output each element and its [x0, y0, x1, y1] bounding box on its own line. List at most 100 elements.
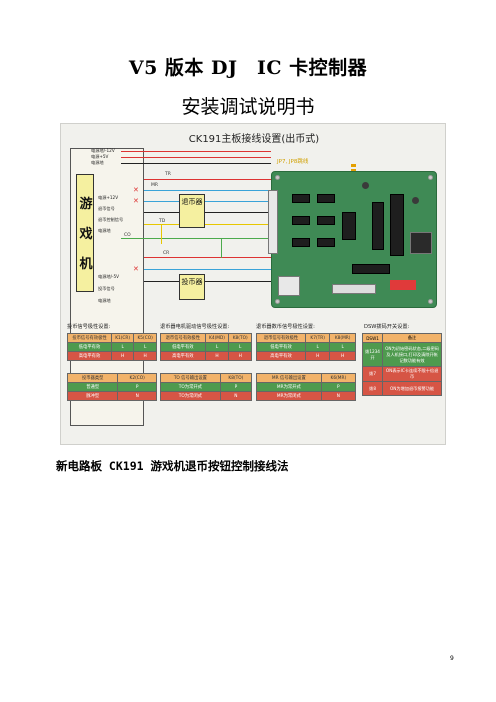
wire [144, 281, 271, 282]
wire [144, 257, 271, 258]
mount-hole [428, 299, 433, 304]
table-cell: 高电平有效 [255, 351, 307, 361]
signal-label: 电源地 [98, 228, 111, 233]
table-cell: ON为初始密码状态,二级密码及人机接口,打印及清除开帐记数功能有效 [382, 342, 442, 367]
connector [332, 284, 376, 294]
page-number: 9 [450, 655, 454, 662]
cross-icon: ✕ [133, 265, 139, 273]
wire-label: CR [163, 251, 170, 256]
table-cell: N [219, 391, 253, 401]
diagram-title: CK191主板接线设置(出币式) [188, 134, 320, 145]
cross-icon: ✕ [133, 186, 139, 194]
wire [144, 179, 271, 180]
capacitor [362, 182, 369, 189]
section-heading: 新电路板 CK191 游戏机退币按钮控制接线法 [56, 459, 289, 473]
game-machine-label: 游 戏 机 [76, 174, 94, 292]
table-cell: 投币器类型 [66, 373, 119, 383]
mount-hole [428, 175, 433, 180]
wire [221, 238, 222, 258]
chip [372, 202, 384, 250]
table-cell: L [305, 342, 331, 352]
mount-hole [275, 299, 280, 304]
dsw-switch [390, 280, 416, 290]
table-cell: TO为常开式 [160, 382, 221, 392]
signal-label: 退币信号 [98, 206, 115, 211]
settings-tables: 投币信号极性设置: 退币器电机驱动信号极性设置: 退币器数币信号极性设置: DS… [64, 321, 444, 441]
wire-label: MR [151, 183, 159, 188]
table-heading: 投币信号极性设置: [67, 324, 111, 330]
table-cell: K2(CO) [117, 373, 157, 383]
chip [342, 212, 356, 240]
table-cell: N [117, 391, 157, 401]
table-cell: ON为增加退币报警功能 [382, 381, 442, 396]
wire [144, 201, 271, 202]
wire [144, 190, 271, 191]
signal-label: 电源地 [91, 160, 104, 165]
table-cell: 脉冲型 [66, 391, 119, 401]
game-char-2: 戏 [79, 227, 93, 242]
wire-label: TR [165, 172, 171, 177]
dispenser-box: 退币器 [179, 194, 205, 228]
table-heading: 退币器电机驱动信号极性设置: [160, 324, 230, 330]
table-cell: K8(MR) [329, 333, 356, 343]
game-char-3: 机 [79, 257, 93, 272]
wire [121, 151, 271, 152]
signal-label: 电源地/-5V [98, 274, 120, 279]
table-cell: K5(CO) [133, 333, 157, 343]
table-cell: TO 信号输出设置 [160, 373, 221, 383]
table-cell: MR 信号输出设置 [256, 373, 322, 383]
signal-label: 电源地 [98, 298, 111, 303]
table-cell: K6(MR) [320, 373, 357, 383]
table-cell: H [305, 351, 331, 361]
table-cell: 退币信号有效极性 [160, 333, 206, 343]
table-cell: 低电平有效 [66, 342, 113, 352]
jumper-pin [351, 164, 356, 167]
table-cell: 拨7 [361, 366, 384, 382]
chip [317, 216, 335, 225]
table-heading: 退币器数币信号极性设置: [256, 324, 315, 330]
jumper-label: JP7, JP8跳线 [277, 159, 309, 165]
jumper-pin [351, 169, 356, 172]
wire [144, 212, 271, 213]
table-cell: MR为常开式 [256, 382, 322, 392]
table-cell: DSW1 [361, 333, 384, 343]
wire-connector [268, 190, 278, 254]
pcb-board [268, 171, 437, 308]
table-cell: N [320, 391, 357, 401]
table-cell: 高电平有效 [160, 351, 206, 361]
chip [317, 194, 335, 203]
wire-label: CO [124, 233, 131, 238]
table-cell: 退币信号有效极性 [255, 333, 307, 343]
game-char-1: 游 [79, 197, 93, 212]
chip [352, 264, 390, 274]
table-cell: L [204, 342, 230, 352]
table-cell: H [133, 351, 157, 361]
table-cell: 拨8 [361, 381, 384, 396]
chip [292, 216, 310, 225]
table-cell: ON表示IC卡连续不限十倍退币 [382, 366, 442, 382]
wiring-diagram: CK191主板接线设置(出币式) 游 戏 机 电源地/-12V 电源+5V 电源… [60, 123, 446, 445]
table-cell: L [111, 342, 135, 352]
table-cell: K1(CR) [111, 333, 135, 343]
table-cell: 低电平有效 [160, 342, 206, 352]
table-cell: H [204, 351, 230, 361]
table-cell: 备注 [382, 333, 442, 343]
mount-hole [275, 175, 280, 180]
table-cell: 普通型 [66, 382, 119, 392]
connector [278, 276, 300, 296]
chip [390, 194, 404, 256]
table-cell: MR为常闭式 [256, 391, 322, 401]
wire [144, 224, 271, 225]
chip [292, 194, 310, 203]
capacitor [412, 197, 419, 204]
table-cell: L [228, 342, 252, 352]
cross-icon: ✕ [133, 197, 139, 205]
signal-label: 退币控制信号 [98, 217, 124, 222]
chip [317, 238, 335, 247]
